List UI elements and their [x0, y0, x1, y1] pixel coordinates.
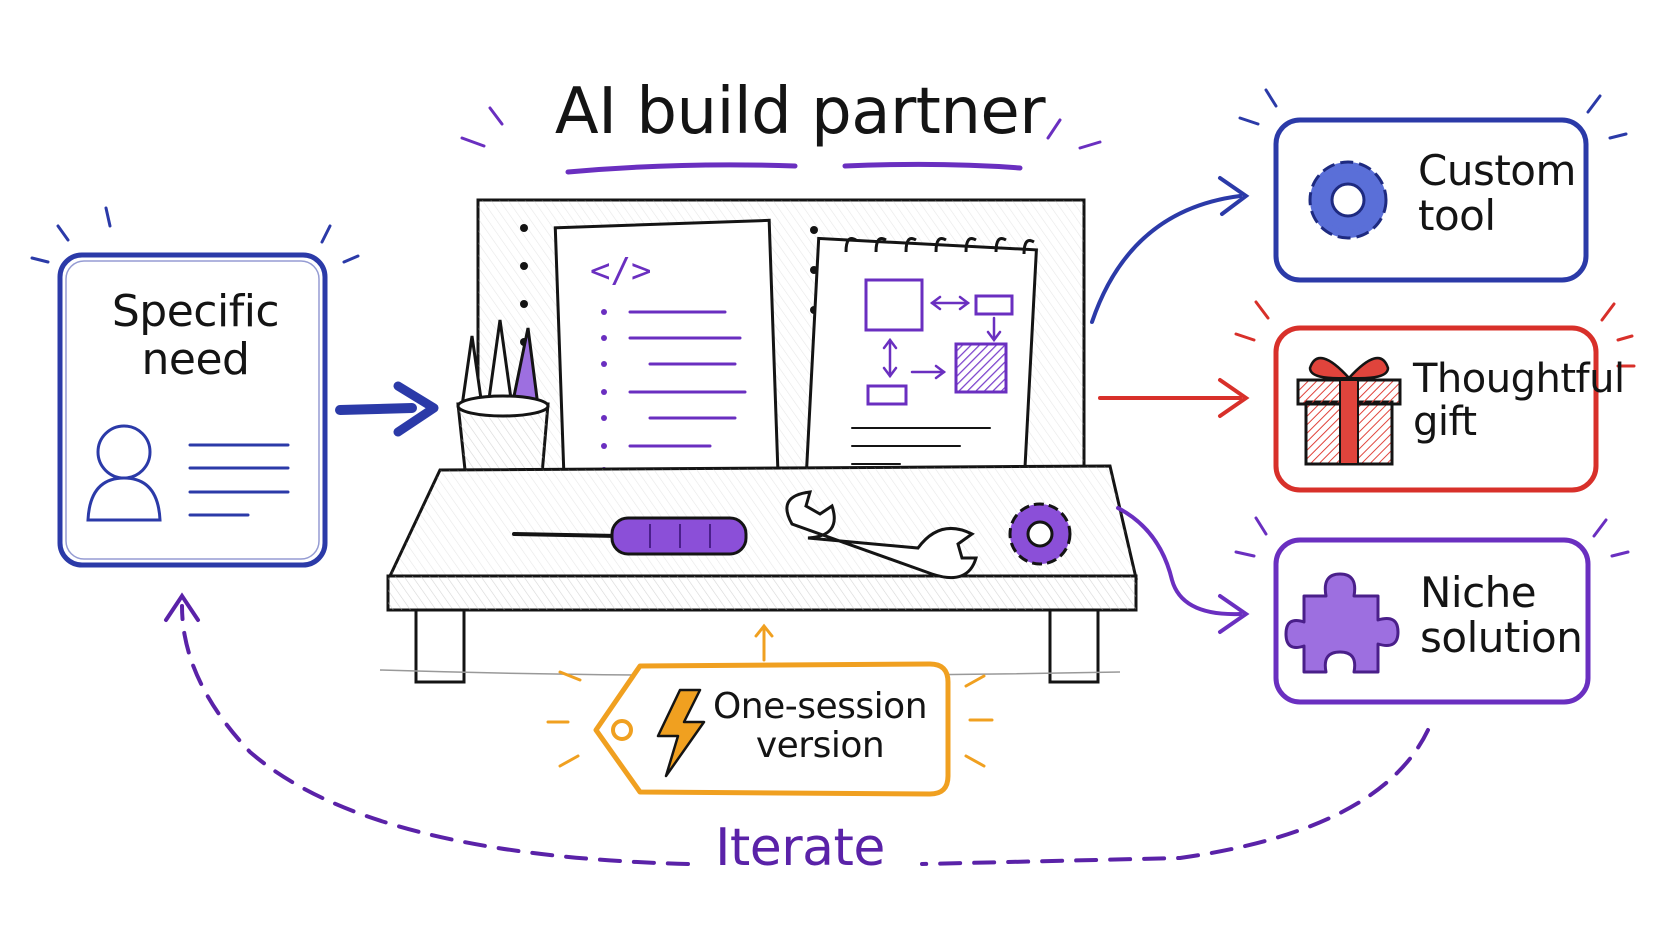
output-thoughtful-gift-label: Thoughtful gift: [1413, 356, 1663, 446]
input-card: [30, 206, 360, 568]
page-title: AI build partner: [554, 75, 1046, 149]
session-tag-label: One-session version: [700, 686, 940, 766]
lightning-icon: [656, 688, 706, 778]
user-icon: [86, 424, 162, 522]
output-card-custom-tool: [1238, 88, 1628, 283]
gear-icon: [1308, 160, 1388, 240]
output-niche-solution-label: Niche solution: [1420, 570, 1670, 661]
flowchart-notepad: [804, 236, 1038, 502]
puzzle-icon: [1284, 572, 1400, 674]
output-niche-solution-line-2: solution: [1420, 613, 1583, 663]
code-document: </>: [553, 218, 781, 504]
output-custom-tool-line-1: Custom: [1418, 146, 1576, 195]
iterate-label: Iterate: [715, 818, 885, 878]
workbench-desk: [379, 464, 1138, 684]
iterate-loop-arrow: [164, 592, 1430, 866]
session-tag-line-1: One-session: [712, 686, 928, 727]
session-tag: [546, 661, 994, 797]
arrow-to-niche-solution: [1116, 506, 1250, 634]
output-card-thoughtful-gift: [1234, 300, 1636, 493]
text-lines-icon: [188, 443, 290, 517]
arrow-to-custom-tool: [1090, 176, 1250, 324]
screwdriver-icon: [512, 516, 748, 556]
session-tag-line-2: version: [755, 724, 885, 766]
output-custom-tool-line-2: tool: [1418, 191, 1496, 241]
output-thoughtful-gift-line-1: Thoughtful: [1413, 356, 1625, 402]
input-card-line-1: Specific: [111, 286, 280, 337]
input-card-label: Specific need: [68, 288, 323, 383]
arrow-bench-to-tag: [754, 623, 774, 662]
output-niche-solution-line-1: Niche: [1420, 568, 1537, 617]
gift-icon: [1296, 356, 1402, 466]
output-custom-tool-label: Custom tool: [1418, 148, 1668, 239]
arrow-need-to-bench: [335, 381, 439, 437]
input-card-line-2: need: [141, 333, 250, 385]
arrow-to-thoughtful-gift: [1098, 378, 1250, 418]
wrench-icon: [785, 490, 978, 579]
code-icon: </>: [590, 251, 651, 291]
title-decoration: [460, 106, 1102, 175]
gear-small-icon: [1008, 502, 1072, 566]
output-thoughtful-gift-line-2: gift: [1413, 399, 1477, 446]
output-card-niche-solution: [1234, 516, 1630, 705]
